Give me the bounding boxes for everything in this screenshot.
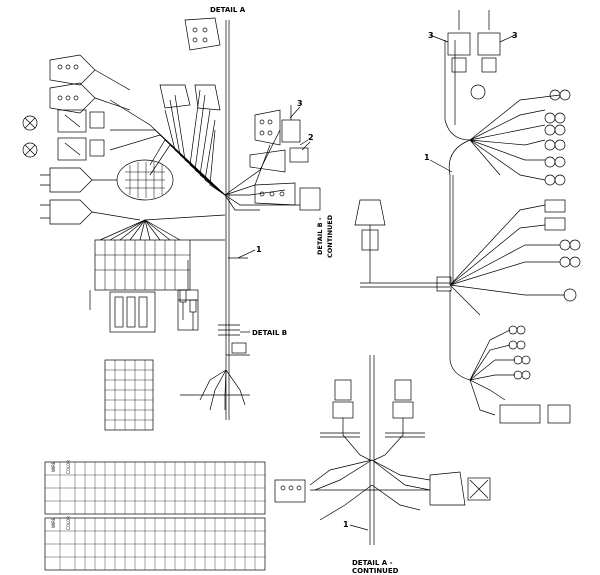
main-harness-trunk-a (225, 20, 230, 420)
connector-stack-left (40, 167, 141, 225)
right-harness-trunk (444, 40, 471, 381)
connectors-lower-center (274, 471, 491, 506)
switch-component-left-2 (57, 137, 105, 161)
connectors-lower-center-top (332, 379, 414, 461)
harness-fan-upper-left (109, 89, 300, 211)
callout-1-left: 1 (256, 245, 262, 254)
callout-1-bottom: 1 (343, 520, 349, 529)
switch-component-left-1 (57, 109, 105, 133)
connector-callout-2 (249, 139, 309, 173)
wire-table-top-header-1: WIRE (51, 461, 56, 472)
right-lower-fan (469, 329, 515, 416)
lower-center-bars (320, 432, 425, 438)
connector-right-detail-a (254, 182, 321, 211)
gauge-connector (116, 159, 174, 201)
harness-fan-lower-left (99, 214, 226, 241)
callout-3-left: 3 (297, 99, 303, 108)
wire-table-top-header-2: COLOR (66, 460, 71, 474)
callout-3-right-a: 3 (428, 31, 434, 40)
callout-1-right: 1 (424, 153, 430, 162)
connector-callout-3-top (254, 105, 301, 146)
lamp-connectors-right-upper (544, 89, 571, 186)
detail-b-break (218, 324, 250, 336)
callout-3-right-b: 3 (512, 31, 518, 40)
detail-a-continued-label-line1: DETAIL A - (352, 559, 393, 567)
connector-top-left-1 (49, 54, 131, 91)
detail-b-continued-label-line2: CONTINUED (326, 214, 334, 258)
connector-top-left-2 (49, 82, 131, 114)
bulb-icon-left-1 (22, 115, 38, 131)
harness-lower-branches (180, 342, 250, 411)
wire-table-bottom-header-1: WIRE (51, 517, 56, 528)
connector-callout-3-right-a (447, 10, 471, 73)
fuse-module (109, 291, 156, 333)
detail-a-label: DETAIL A (210, 6, 246, 14)
detail-b-continued-label-line1: DETAIL B - (316, 217, 324, 255)
callout-leaders (237, 34, 516, 531)
lower-center-fans (309, 459, 431, 521)
connector-top-center (184, 17, 221, 51)
callout-2: 2 (308, 133, 314, 142)
detail-b-continued-line (354, 199, 452, 292)
wire-table-top (44, 461, 266, 515)
relay-lower-left (177, 260, 199, 331)
bulb-icon-left-2 (22, 142, 38, 158)
connectors-right-lower (499, 325, 571, 424)
wire-table-bottom (44, 517, 266, 571)
fuse-block (94, 239, 191, 291)
detail-b-label: DETAIL B (252, 329, 287, 337)
fuse-links-center (179, 289, 197, 330)
connector-upper-mid (159, 84, 221, 111)
detail-a-continued-label-line2: CONTINUED (352, 567, 399, 575)
right-middle-fan (449, 204, 565, 316)
legend-table-vertical (104, 359, 154, 431)
detail-a-continued-trunk (369, 355, 375, 545)
splice-circle-right (470, 84, 486, 100)
connector-callout-3-right-b (477, 10, 501, 73)
right-upper-fan (469, 94, 561, 181)
components-right-middle (544, 199, 581, 302)
wire-table-bottom-header-2: COLOR (66, 516, 71, 530)
